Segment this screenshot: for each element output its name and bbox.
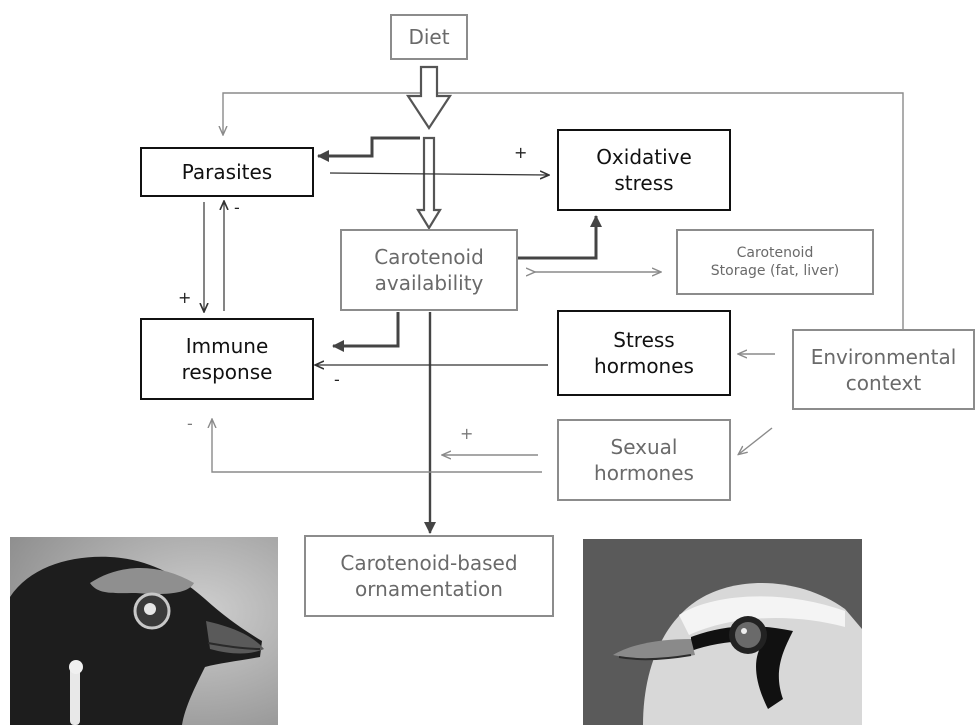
node-oxidative-stress: Oxidative stress: [557, 129, 731, 211]
env-to-sexual: [739, 428, 772, 454]
sign-immune-parasites: -: [234, 200, 240, 216]
node-environmental-context: Environmental context: [792, 329, 975, 410]
node-immune-response: Immune response: [140, 318, 314, 400]
sign-sexual-immune: -: [187, 416, 193, 432]
node-stress-hormones: Stress hormones: [557, 310, 731, 396]
node-sexual-hormones: Sexual hormones: [557, 419, 731, 501]
sign-parasites-oxidative: +: [514, 145, 527, 161]
node-diet: Diet: [390, 14, 468, 60]
sexual-to-immune: [212, 420, 542, 472]
diet-hollow-arrow: [408, 67, 450, 128]
availability-to-oxidative: [518, 216, 596, 258]
node-carotenoid-ornamentation: Carotenoid-based ornamentation: [304, 535, 554, 617]
node-carotenoid-availability: Carotenoid availability: [340, 229, 518, 311]
diet-hollow-shaft: [418, 138, 440, 228]
node-carotenoid-storage: Carotenoid Storage (fat, liver): [676, 229, 874, 295]
sign-sexual-carotenoid: +: [460, 426, 473, 442]
diet-to-parasites: [318, 138, 420, 156]
node-parasites: Parasites: [140, 147, 314, 197]
photo-red-legged-partridge: [583, 539, 862, 725]
availability-to-immune: [333, 312, 398, 346]
sign-stress-immune: -: [334, 372, 340, 388]
photo-black-grouse: [10, 537, 278, 725]
parasites-to-oxidative: [330, 173, 548, 175]
sign-parasites-immune: +: [178, 290, 191, 306]
